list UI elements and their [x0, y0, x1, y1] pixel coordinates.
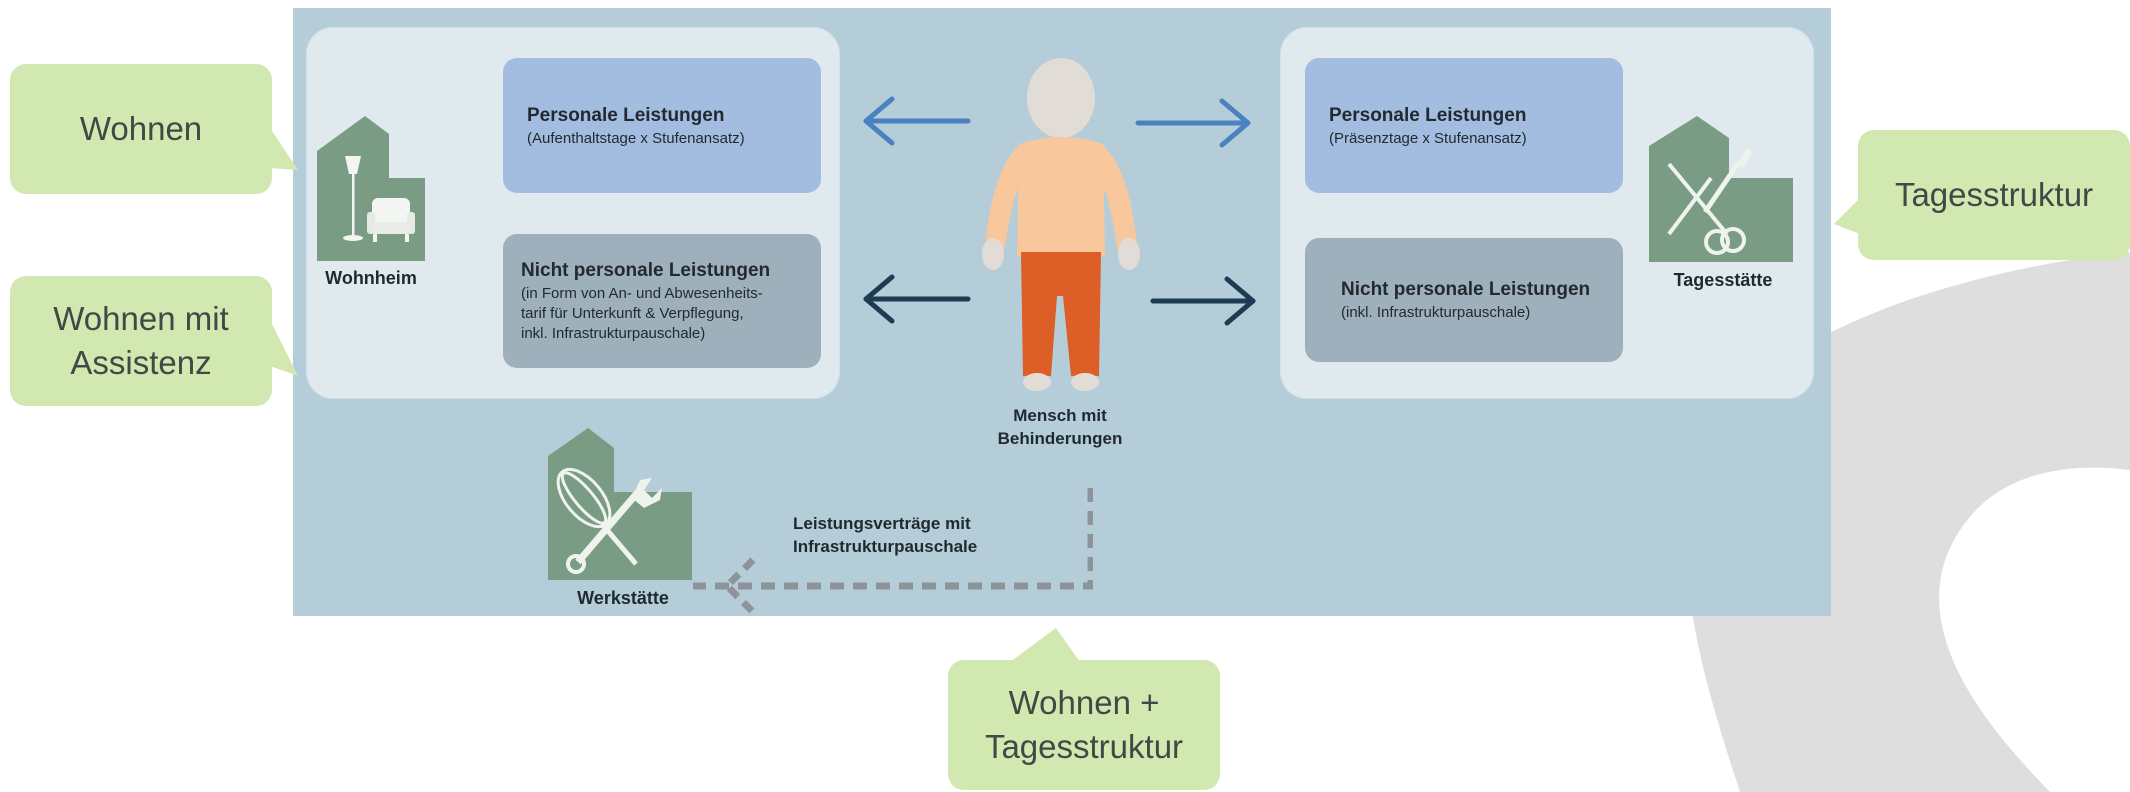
right-personal-title: Personale Leistungen: [1329, 104, 1527, 126]
right-non-personal-title: Nicht personale Leistungen: [1341, 279, 1591, 300]
left-personal-card: Personale Leistungen (Aufenthaltstage x …: [503, 58, 821, 193]
callout-wohnen-tail: [270, 128, 298, 170]
person-caption: Mensch mit Behinderungen: [997, 406, 1123, 448]
callout-wohnen-assistenz: Wohnen mit Assistenz: [10, 276, 272, 406]
tagesstaette-label: Tagesstätte: [1673, 270, 1773, 290]
callout-tagesstruktur: Tagesstruktur: [1858, 130, 2130, 260]
callout-tagesstruktur-tail: [1834, 198, 1860, 234]
left-non-personal-card: Nicht personale Leistungen (in Form von …: [503, 234, 821, 368]
arrow-left-upper: [863, 96, 971, 146]
left-non-personal-title: Nicht personale Leistungen: [521, 260, 771, 281]
arrow-right-lower: [1150, 276, 1256, 326]
diagram-panel: Personale Leistungen (Aufenthaltstage x …: [293, 8, 1831, 616]
callout-wohnen-tagesstruktur: Wohnen + Tagesstruktur: [948, 660, 1220, 790]
right-non-personal-subtitle: (inkl. Infrastrukturpauschale): [1341, 304, 1531, 321]
right-non-personal-card: Nicht personale Leistungen (inkl. Infras…: [1305, 238, 1623, 362]
arrow-left-lower: [863, 274, 971, 324]
right-personal-card: Personale Leistungen (Präsenztage x Stuf…: [1305, 58, 1623, 193]
werkstaette-label: Werkstätte: [577, 588, 669, 608]
arrow-right-upper: [1135, 98, 1251, 148]
person-icon: [982, 58, 1140, 391]
callout-wohnen-tagesstruktur-tail: [1010, 628, 1080, 662]
left-personal-title: Personale Leistungen: [527, 104, 725, 126]
callout-wohnen: Wohnen: [10, 64, 272, 194]
whisk-wrench-icon: [548, 428, 692, 580]
left-non-personal-subtitle: (in Form von An- und Abwesenheits- tarif…: [521, 285, 763, 342]
left-personal-subtitle: (Aufenthaltstage x Stufenansatz): [527, 129, 745, 147]
lamp-armchair-icon: [317, 116, 427, 261]
wohnheim-label: Wohnheim: [325, 268, 417, 288]
right-personal-subtitle: (Präsenztage x Stufenansatz): [1329, 129, 1527, 147]
contract-caption: Leistungsverträge mit Infrastrukturpausc…: [793, 514, 978, 556]
dashed-connector: [693, 488, 1093, 615]
callout-wohnen-assistenz-tail: [270, 320, 298, 376]
scissors-brush-icon: [1649, 116, 1793, 262]
